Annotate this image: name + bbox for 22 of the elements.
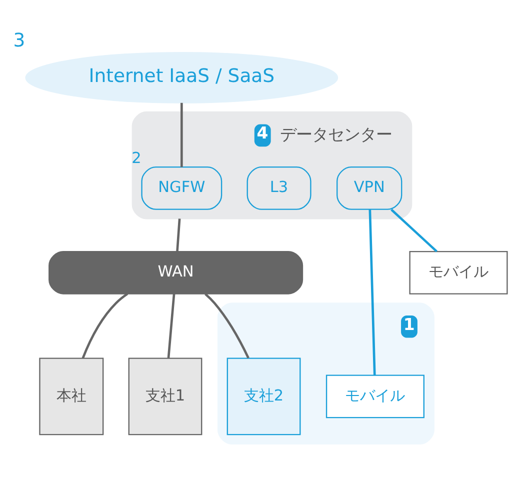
node-label: 4 — [256, 123, 268, 142]
connector — [176, 218, 181, 252]
cluster — [217, 302, 434, 444]
connector — [204, 292, 250, 358]
node-label: 2 — [132, 148, 142, 166]
node-ellipse: Internet IaaS / SaaS — [25, 51, 338, 103]
connector — [390, 208, 438, 252]
node-box: 本社 — [39, 357, 104, 435]
connector — [180, 102, 183, 167]
connector — [368, 208, 376, 375]
node-box: 支社2 — [226, 357, 301, 435]
node-box: モバイル — [409, 250, 508, 294]
connector — [82, 292, 128, 358]
node-box: モバイル — [326, 374, 424, 418]
node-box: WAN — [48, 250, 304, 294]
node-label: 3 — [13, 30, 26, 52]
node-box: VPN — [336, 166, 402, 210]
node-box: L3 — [246, 166, 312, 210]
node-box: 支社1 — [128, 357, 202, 435]
node-box: NGFW — [141, 166, 222, 210]
node-label: 1 — [403, 314, 415, 334]
connector — [167, 293, 176, 358]
